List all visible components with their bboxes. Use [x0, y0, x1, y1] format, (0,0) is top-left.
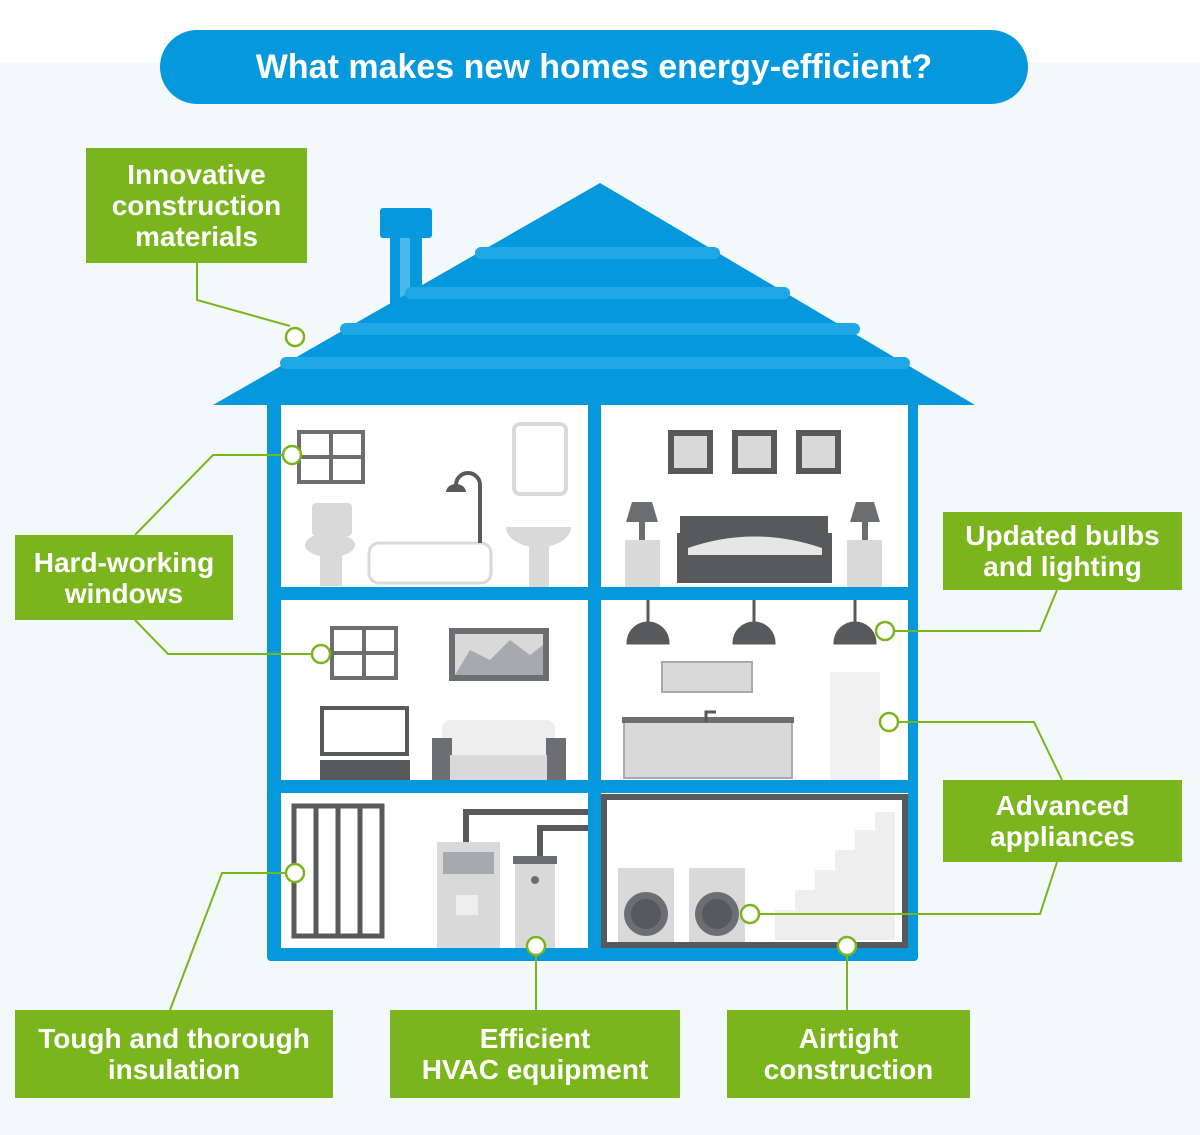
living-window [330, 626, 398, 680]
label-line: Efficient [479, 1023, 591, 1054]
label-line: windows [64, 577, 184, 609]
label-line: Tough and thorough [38, 1023, 310, 1054]
page-title: What makes new homes energy-efficient? [160, 30, 1028, 104]
label-line: Updated bulbs [965, 520, 1160, 551]
ducts [463, 809, 588, 858]
stairs [775, 812, 895, 940]
lamps [626, 502, 880, 540]
label-line: and lighting [983, 551, 1142, 582]
mirror [512, 422, 568, 496]
water-heater [513, 856, 557, 948]
label-line: materials [135, 221, 258, 252]
bathtub [367, 471, 493, 585]
connector-lines [134, 263, 1063, 1011]
chimney-cap [380, 208, 432, 238]
bed [677, 516, 832, 583]
label-line: construction [111, 190, 282, 221]
painting [449, 628, 549, 681]
roof [213, 183, 975, 405]
label-line: Advanced [995, 790, 1130, 821]
label-line: Innovative [127, 159, 266, 190]
furnace [437, 842, 500, 948]
label-line: insulation [107, 1054, 241, 1085]
nightstands [625, 540, 882, 587]
label-line: appliances [990, 821, 1135, 852]
washer [618, 868, 674, 942]
label-line: HVAC equipment [421, 1054, 649, 1085]
toilet [305, 503, 355, 586]
label-line: construction [763, 1054, 934, 1085]
sofa [432, 720, 566, 780]
label-line: Hard-working [33, 546, 215, 578]
tv [320, 706, 410, 780]
label-line: Airtight [798, 1023, 899, 1054]
dryer [689, 868, 745, 942]
refrigerator [830, 672, 880, 780]
connector-dots [281, 326, 900, 957]
faucet [704, 710, 716, 722]
sink [506, 527, 571, 587]
cabinets [623, 661, 793, 779]
pendant-lights [626, 600, 877, 645]
